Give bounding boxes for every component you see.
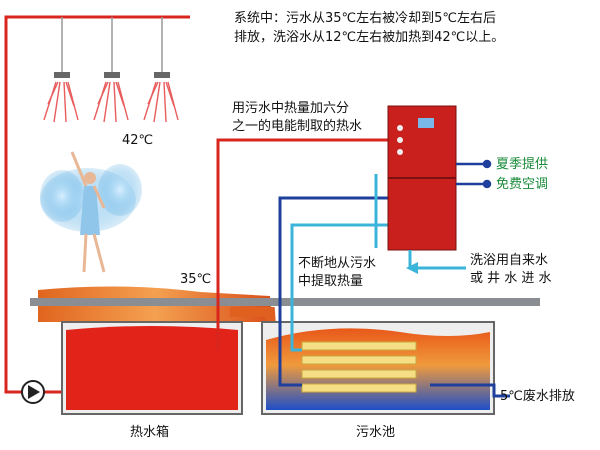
hot-water-note-line2: 之一的电能制取的热水 <box>232 119 363 134</box>
hot-tank-label: 热水箱 <box>130 425 170 440</box>
coil-loop-pipes <box>278 174 388 387</box>
shower-head-3 <box>143 72 179 123</box>
discharge-pipe <box>430 383 510 398</box>
extract-note-line1: 不断地从污水 <box>298 256 377 271</box>
ac-pipes <box>456 159 492 189</box>
inlet-note-line2: 或 井 水 进 水 <box>470 271 552 286</box>
summer-ac-line2: 免费空调 <box>496 177 549 192</box>
pump-icon <box>21 380 45 404</box>
shower-rail <box>61 17 163 72</box>
discharge-note: 5℃废水排放 <box>500 389 575 404</box>
extract-note-line2: 中提取热量 <box>298 274 364 289</box>
shower-head-2 <box>93 72 129 123</box>
drain-temp-label: 35℃ <box>180 272 212 287</box>
system-note-line1: 系统中：污水从35℃左右被冷却到5℃左右后 <box>234 11 497 26</box>
summer-ac-line1: 夏季提供 <box>496 157 549 172</box>
hot-water-tank <box>61 321 243 415</box>
floor-slab <box>30 298 540 306</box>
hot-output-pipe <box>216 138 388 350</box>
hot-supply-pipe <box>4 15 190 394</box>
waste-pool-label: 污水池 <box>356 425 396 440</box>
heat-exchanger-coil <box>301 341 417 393</box>
inlet-arrow-icon <box>406 262 418 274</box>
shower-heads <box>43 72 179 123</box>
hot-water-note-line1: 用污水中热量加六分 <box>232 101 350 116</box>
inlet-pipe <box>408 250 466 270</box>
system-note-line2: 排放，洗浴水从12℃左右被加热到42℃以上。 <box>234 30 505 45</box>
shower-temp-label: 42℃ <box>122 133 154 148</box>
waste-water-pool <box>261 321 495 415</box>
heat-pump-unit <box>387 105 457 251</box>
bather-figure <box>40 151 142 273</box>
shower-head-1 <box>43 72 79 123</box>
inlet-note-line1: 洗浴用自来水 <box>470 253 549 268</box>
